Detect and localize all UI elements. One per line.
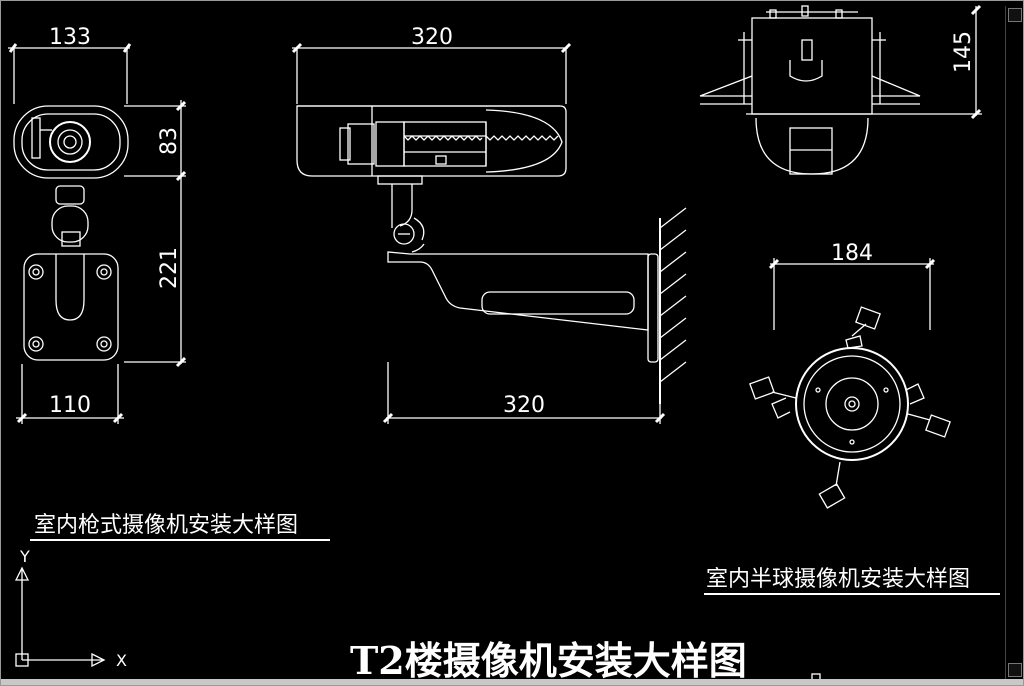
dome-camera-top-view xyxy=(749,306,951,509)
dome-diameter-dimension: 184 xyxy=(768,241,936,330)
dim-dome-height: 145 xyxy=(951,31,976,73)
ucs-axis-icon: Y X xyxy=(14,547,127,670)
drawing-title: T2楼摄像机安装大样图 xyxy=(350,638,747,683)
ucs-x-label: X xyxy=(116,651,127,670)
scroll-up-button[interactable] xyxy=(1008,8,1022,22)
bullet-camera-front-view xyxy=(13,105,129,361)
vertical-scrollbar[interactable] xyxy=(1005,6,1024,679)
caption-bullet-camera: 室内枪式摄像机安装大样图 xyxy=(34,513,298,538)
dim-side-length-top: 320 xyxy=(411,25,453,50)
bullet-camera-side-view xyxy=(296,105,687,404)
front-view-dimensions: 133 83 221 110 xyxy=(8,25,187,424)
dim-front-height-lower: 221 xyxy=(157,247,182,289)
dim-front-height-upper: 83 xyxy=(157,127,182,155)
dim-front-width-bottom: 110 xyxy=(49,393,91,418)
dim-side-length-bottom: 320 xyxy=(503,393,545,418)
scroll-down-button[interactable] xyxy=(1008,663,1022,677)
layout-tabs-strip[interactable] xyxy=(0,679,1024,686)
ucs-y-label: Y xyxy=(19,547,30,566)
side-view-dimensions: 320 320 xyxy=(291,25,666,424)
dome-camera-side-view xyxy=(699,5,921,175)
dim-dome-diameter: 184 xyxy=(831,241,873,266)
dim-front-width-top: 133 xyxy=(49,25,91,50)
dome-height-dimension: 145 xyxy=(878,4,982,120)
caption-dome-camera: 室内半球摄像机安装大样图 xyxy=(706,567,970,592)
